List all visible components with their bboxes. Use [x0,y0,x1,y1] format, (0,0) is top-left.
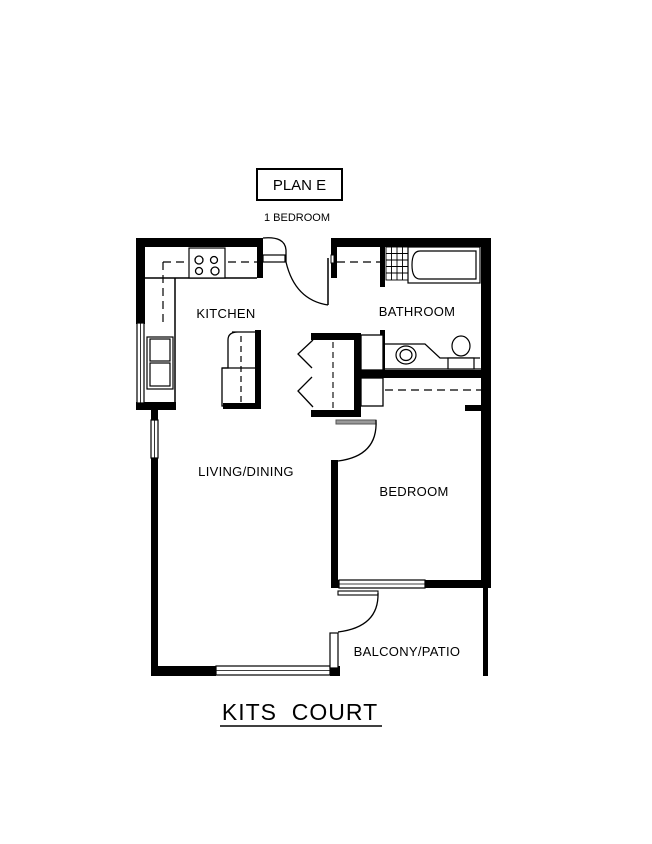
kitchen-island [221,330,261,409]
bathroom-dashed-line [330,254,380,264]
sink-icon [146,336,174,390]
room-label-bathroom: BATHROOM [379,304,456,319]
shower-tile-icon [385,246,409,281]
closet-bifold-doors [297,334,384,410]
room-label-living-dining: LIVING/DINING [198,464,294,479]
plan-title: PLAN E [273,177,326,194]
bedroom-door [335,419,377,462]
living-bottom-window [215,665,331,676]
living-left-window [150,419,159,459]
room-label-bedroom: BEDROOM [379,484,448,499]
plan-title-box: PLAN E [256,168,343,201]
plan-subtitle: 1 BEDROOM [264,212,330,224]
kitchen-window [136,322,145,404]
stove-icon [188,247,226,279]
building-name: KITS COURT [222,699,378,725]
entry-door [262,237,329,306]
room-label-balcony-patio: BALCONY/PATIO [354,644,461,659]
interior-walls [311,247,491,669]
toilet-icon [447,335,475,370]
bathtub-icon [407,246,481,284]
bedroom-bottom-window [338,579,426,589]
balcony-door [337,590,379,633]
room-label-kitchen: KITCHEN [196,306,255,321]
